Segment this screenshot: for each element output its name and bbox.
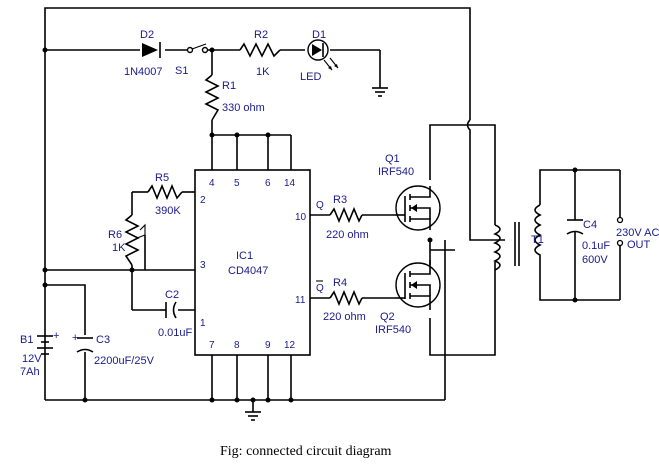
- pin-12: 12: [284, 340, 296, 351]
- pin-3: 3: [200, 260, 206, 271]
- qbar-output-label: Q: [316, 283, 324, 294]
- switch-s1: S1: [175, 43, 209, 77]
- mosfet-q1: Q1 IRF540: [378, 153, 441, 231]
- capacitor-c2: C2 0.01uF: [158, 289, 193, 339]
- b1-value: 12V: [22, 353, 42, 365]
- pin-6: 6: [265, 178, 271, 189]
- transformer-t1: T1: [493, 204, 544, 271]
- pin-4: 4: [209, 178, 215, 189]
- resistor-r2: R2 1K: [239, 29, 281, 78]
- pin-7: 7: [209, 340, 215, 351]
- potentiometer-r6: R6 1K: [108, 214, 146, 266]
- resistor-r3: R3 220 ohm: [326, 194, 369, 241]
- mosfet-q2: Q2 IRF540: [375, 260, 441, 336]
- c4-value: 0.1uF: [582, 240, 610, 252]
- ic1-cd4047: IC1 CD4047 4 5 6 14 2 3 1 10 11 7 8 9 12…: [194, 169, 324, 356]
- d1-ref: D1: [312, 29, 326, 41]
- r5-ref: R5: [155, 172, 169, 184]
- q1-value: IRF540: [378, 166, 414, 178]
- pin-10: 10: [295, 212, 307, 223]
- resistor-r1: R1 330 ohm: [204, 74, 265, 121]
- s1-ref: S1: [175, 65, 188, 77]
- b1-rating: 7Ah: [20, 366, 40, 378]
- c3-value: 2200uF/25V: [94, 355, 155, 367]
- q1-ref: Q1: [385, 153, 400, 165]
- r6-ref: R6: [108, 229, 122, 241]
- c2-value: 0.01uF: [158, 327, 193, 339]
- led-d1: D1 LED: [300, 29, 339, 83]
- wires: [44, 7, 621, 412]
- r3-value: 220 ohm: [326, 229, 369, 241]
- q2-value: IRF540: [375, 324, 411, 336]
- pin-11: 11: [295, 295, 306, 306]
- figure-caption: Fig: connected circuit diagram: [220, 444, 392, 459]
- ic1-value: CD4047: [228, 265, 268, 277]
- d1-value: LED: [300, 71, 321, 83]
- output-line2: OUT: [627, 239, 651, 251]
- resistor-r4: R4 220 ohm: [323, 277, 366, 323]
- r1-ref: R1: [222, 80, 236, 92]
- pin-1: 1: [200, 318, 206, 329]
- ground-icon: [372, 87, 388, 97]
- b1-ref: B1: [20, 334, 33, 346]
- q-output-label: Q: [316, 200, 324, 211]
- pin-8: 8: [234, 340, 240, 351]
- c3-ref: C3: [96, 334, 110, 346]
- ic1-ref: IC1: [236, 250, 253, 262]
- c4-ref: C4: [583, 219, 597, 231]
- c3-plus-icon: +: [72, 332, 78, 344]
- battery-plus-icon: +: [53, 330, 59, 342]
- capacitor-c4: C4 0.1uF 600V: [566, 219, 610, 266]
- d2-ref: D2: [140, 29, 154, 41]
- pin-14: 14: [284, 178, 296, 189]
- battery-b1: + B1 12V 7Ah: [20, 330, 59, 378]
- ac-output: 230V AC OUT: [616, 216, 659, 251]
- r2-value: 1K: [256, 66, 270, 78]
- pin-5: 5: [234, 178, 240, 189]
- d2-value: 1N4007: [124, 66, 163, 78]
- r1-value: 330 ohm: [222, 102, 265, 114]
- capacitor-c3: + C3 2200uF/25V: [72, 332, 155, 367]
- resistor-r5: R5 390K: [147, 172, 183, 217]
- pin-9: 9: [265, 340, 271, 351]
- diode-d2: D2 1N4007: [124, 29, 163, 78]
- c2-ref: C2: [165, 289, 179, 301]
- ground-icon: [245, 411, 261, 421]
- r6-value: 1K: [112, 242, 126, 254]
- junction-dots: [42, 47, 578, 403]
- c4-rating: 600V: [582, 254, 608, 266]
- r3-ref: R3: [333, 194, 347, 206]
- pin-2: 2: [200, 195, 206, 206]
- output-line1: 230V AC: [616, 227, 659, 239]
- r4-value: 220 ohm: [323, 311, 366, 323]
- t1-ref: T1: [531, 234, 544, 246]
- q2-ref: Q2: [380, 311, 395, 323]
- r2-ref: R2: [254, 29, 268, 41]
- r4-ref: R4: [333, 277, 347, 289]
- r5-value: 390K: [155, 205, 181, 217]
